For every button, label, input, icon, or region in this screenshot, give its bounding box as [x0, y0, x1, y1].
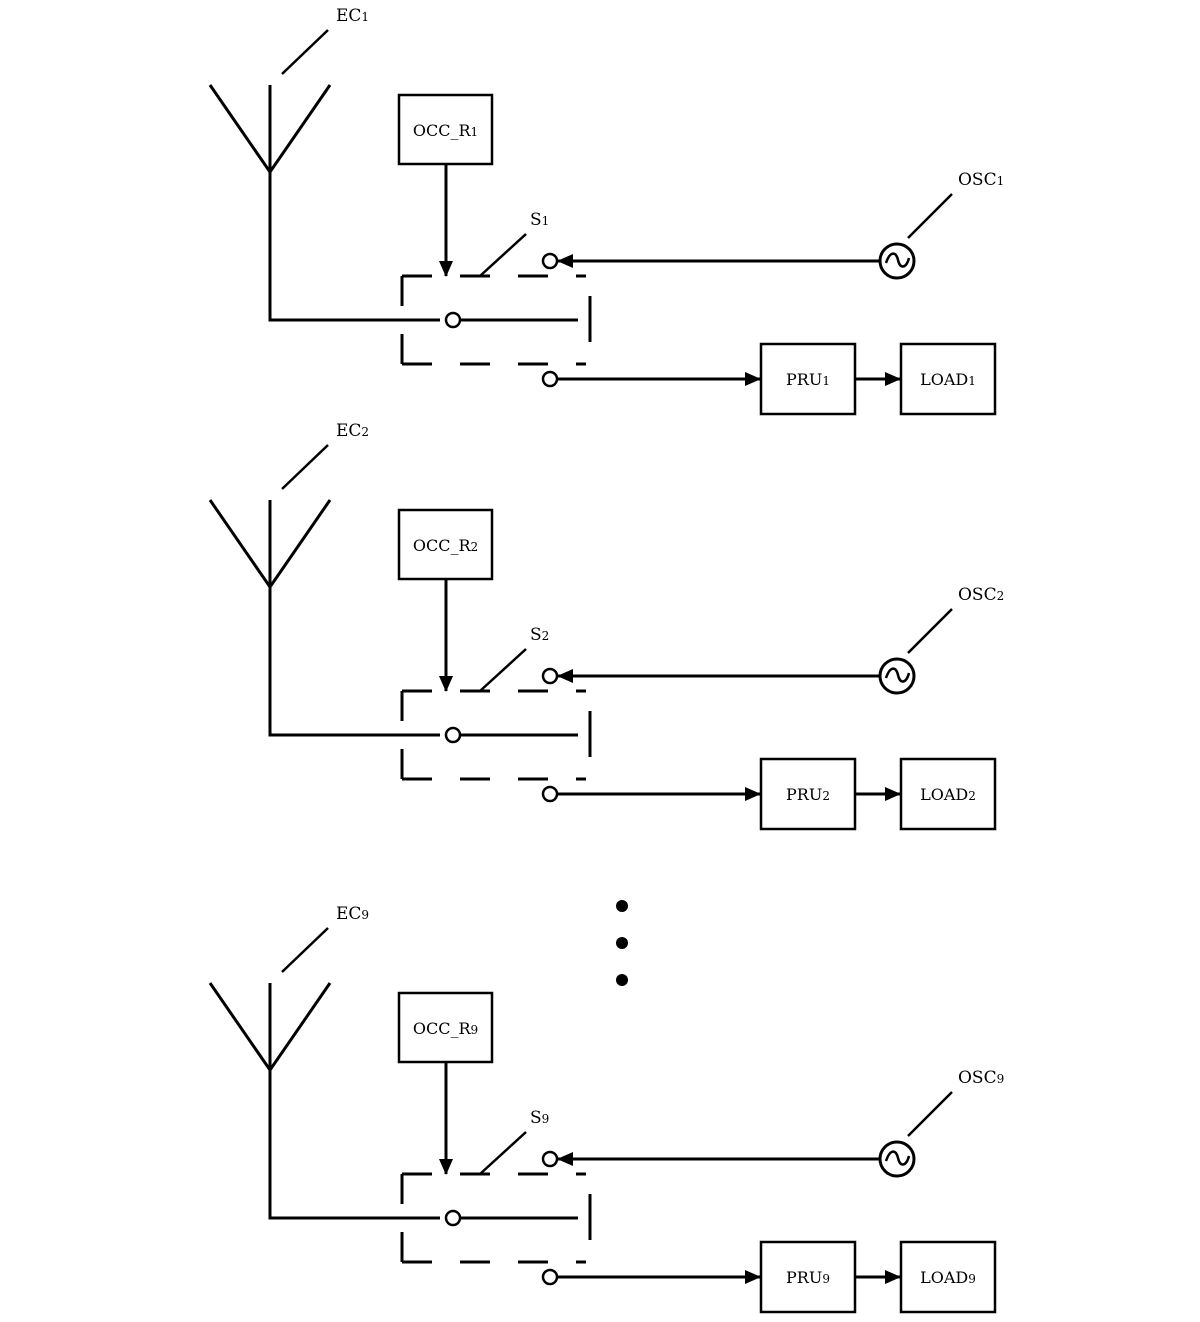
load-box [899, 342, 997, 416]
oscillator-terminal [541, 1150, 559, 1168]
antenna-label: EC2 [336, 421, 369, 441]
switch-common-terminal [444, 311, 462, 329]
pru-label: PRU2 [786, 785, 830, 804]
controller-label: OCC_R1 [413, 121, 478, 140]
oscillator-icon [878, 657, 916, 695]
antenna-leader-line [281, 29, 329, 75]
controller-label: OCC_R9 [413, 1019, 478, 1038]
pru-label: PRU9 [786, 1268, 830, 1287]
switch-label: S1 [530, 210, 549, 230]
sine-wave-icon [884, 1150, 911, 1166]
oscillator-terminal [541, 252, 559, 270]
ellipsis-dot [616, 937, 628, 949]
oscillator-icon [878, 242, 916, 280]
load-box [899, 1240, 997, 1314]
output-terminal [541, 1268, 559, 1286]
load-box [899, 757, 997, 831]
ellipsis-dot [616, 900, 628, 912]
pru-label: PRU1 [786, 370, 830, 389]
sine-wave-icon [884, 667, 911, 683]
ellipsis-dots [616, 900, 628, 986]
switch-leader-line [479, 1131, 527, 1175]
pru-box [759, 342, 857, 416]
pru-box [759, 1240, 857, 1314]
ellipsis-dot [616, 974, 628, 986]
oscillator-label: OSC9 [958, 1068, 1004, 1088]
switch-label: S2 [530, 625, 549, 645]
controller-box [397, 508, 494, 581]
sine-wave-icon [884, 252, 911, 268]
controller-box [397, 93, 494, 166]
load-label: LOAD9 [920, 1268, 976, 1287]
oscillator-label: OSC2 [958, 585, 1004, 605]
controller-label: OCC_R2 [413, 536, 478, 555]
antenna-leader-line [281, 927, 329, 973]
antenna-icon [208, 84, 440, 322]
switch-common-terminal [444, 1209, 462, 1227]
output-terminal [541, 370, 559, 388]
antenna-icon [208, 982, 440, 1220]
oscillator-terminal [541, 667, 559, 685]
antenna-leader-line [281, 444, 329, 490]
load-label: LOAD2 [920, 785, 976, 804]
output-terminal [541, 785, 559, 803]
antenna-label: EC9 [336, 904, 369, 924]
switch-label: S9 [530, 1108, 549, 1128]
oscillator-leader-line [907, 193, 953, 239]
oscillator-leader-line [907, 1091, 953, 1137]
switch-leader-line [479, 648, 527, 692]
antenna-icon [208, 499, 440, 737]
load-label: LOAD1 [920, 370, 976, 389]
switch-leader-line [479, 233, 527, 277]
switch-common-terminal [444, 726, 462, 744]
antenna-label: EC1 [336, 6, 369, 26]
pru-box [759, 757, 857, 831]
oscillator-icon [878, 1140, 916, 1178]
oscillator-leader-line [907, 608, 953, 654]
oscillator-label: OSC1 [958, 170, 1004, 190]
